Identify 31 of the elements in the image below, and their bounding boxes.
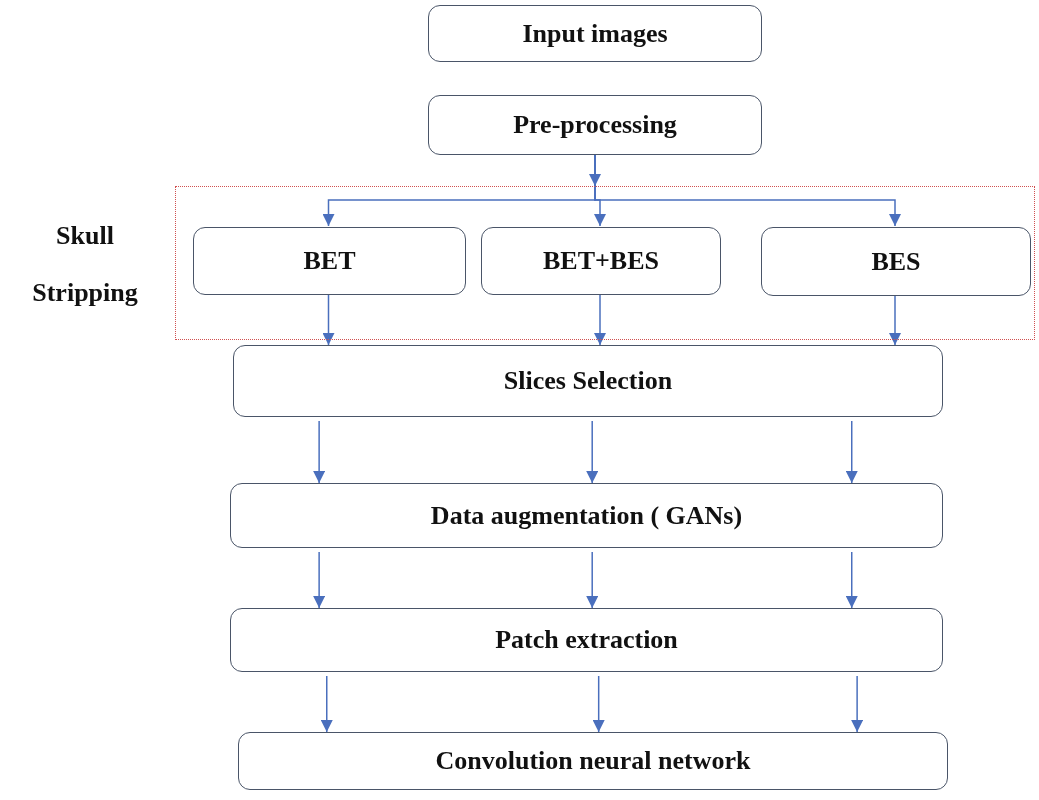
box-label: BET xyxy=(303,246,356,276)
arrow xyxy=(845,420,858,484)
box-label: Pre-processing xyxy=(513,110,677,140)
process-box xyxy=(428,95,762,155)
process-box xyxy=(481,227,721,295)
arrow xyxy=(320,675,333,733)
process-box xyxy=(233,345,943,417)
box-label: BES xyxy=(871,246,921,277)
process-box xyxy=(761,227,1031,296)
group-label: Skull Stripping xyxy=(31,220,139,310)
process-box xyxy=(238,732,948,790)
arrow xyxy=(322,293,335,346)
arrow xyxy=(586,551,599,609)
arrow xyxy=(592,675,605,733)
box-label: Slices Selection xyxy=(503,366,673,396)
process-box xyxy=(428,5,762,62)
box-label: Data augmentation ( GANs) xyxy=(430,500,743,531)
box-label: BET+BES xyxy=(543,246,659,276)
arrow xyxy=(851,675,864,733)
arrow xyxy=(889,294,901,346)
arrow xyxy=(586,420,599,484)
arrow xyxy=(313,420,326,484)
box-label: Input images xyxy=(522,18,668,49)
arrow xyxy=(594,293,606,346)
arrow xyxy=(845,551,858,609)
process-box xyxy=(193,227,466,295)
process-box xyxy=(230,608,943,672)
box-label: Patch extraction xyxy=(495,625,678,655)
process-box xyxy=(230,483,943,548)
box-label: Convolution neural network xyxy=(435,746,751,776)
arrow xyxy=(313,551,326,609)
